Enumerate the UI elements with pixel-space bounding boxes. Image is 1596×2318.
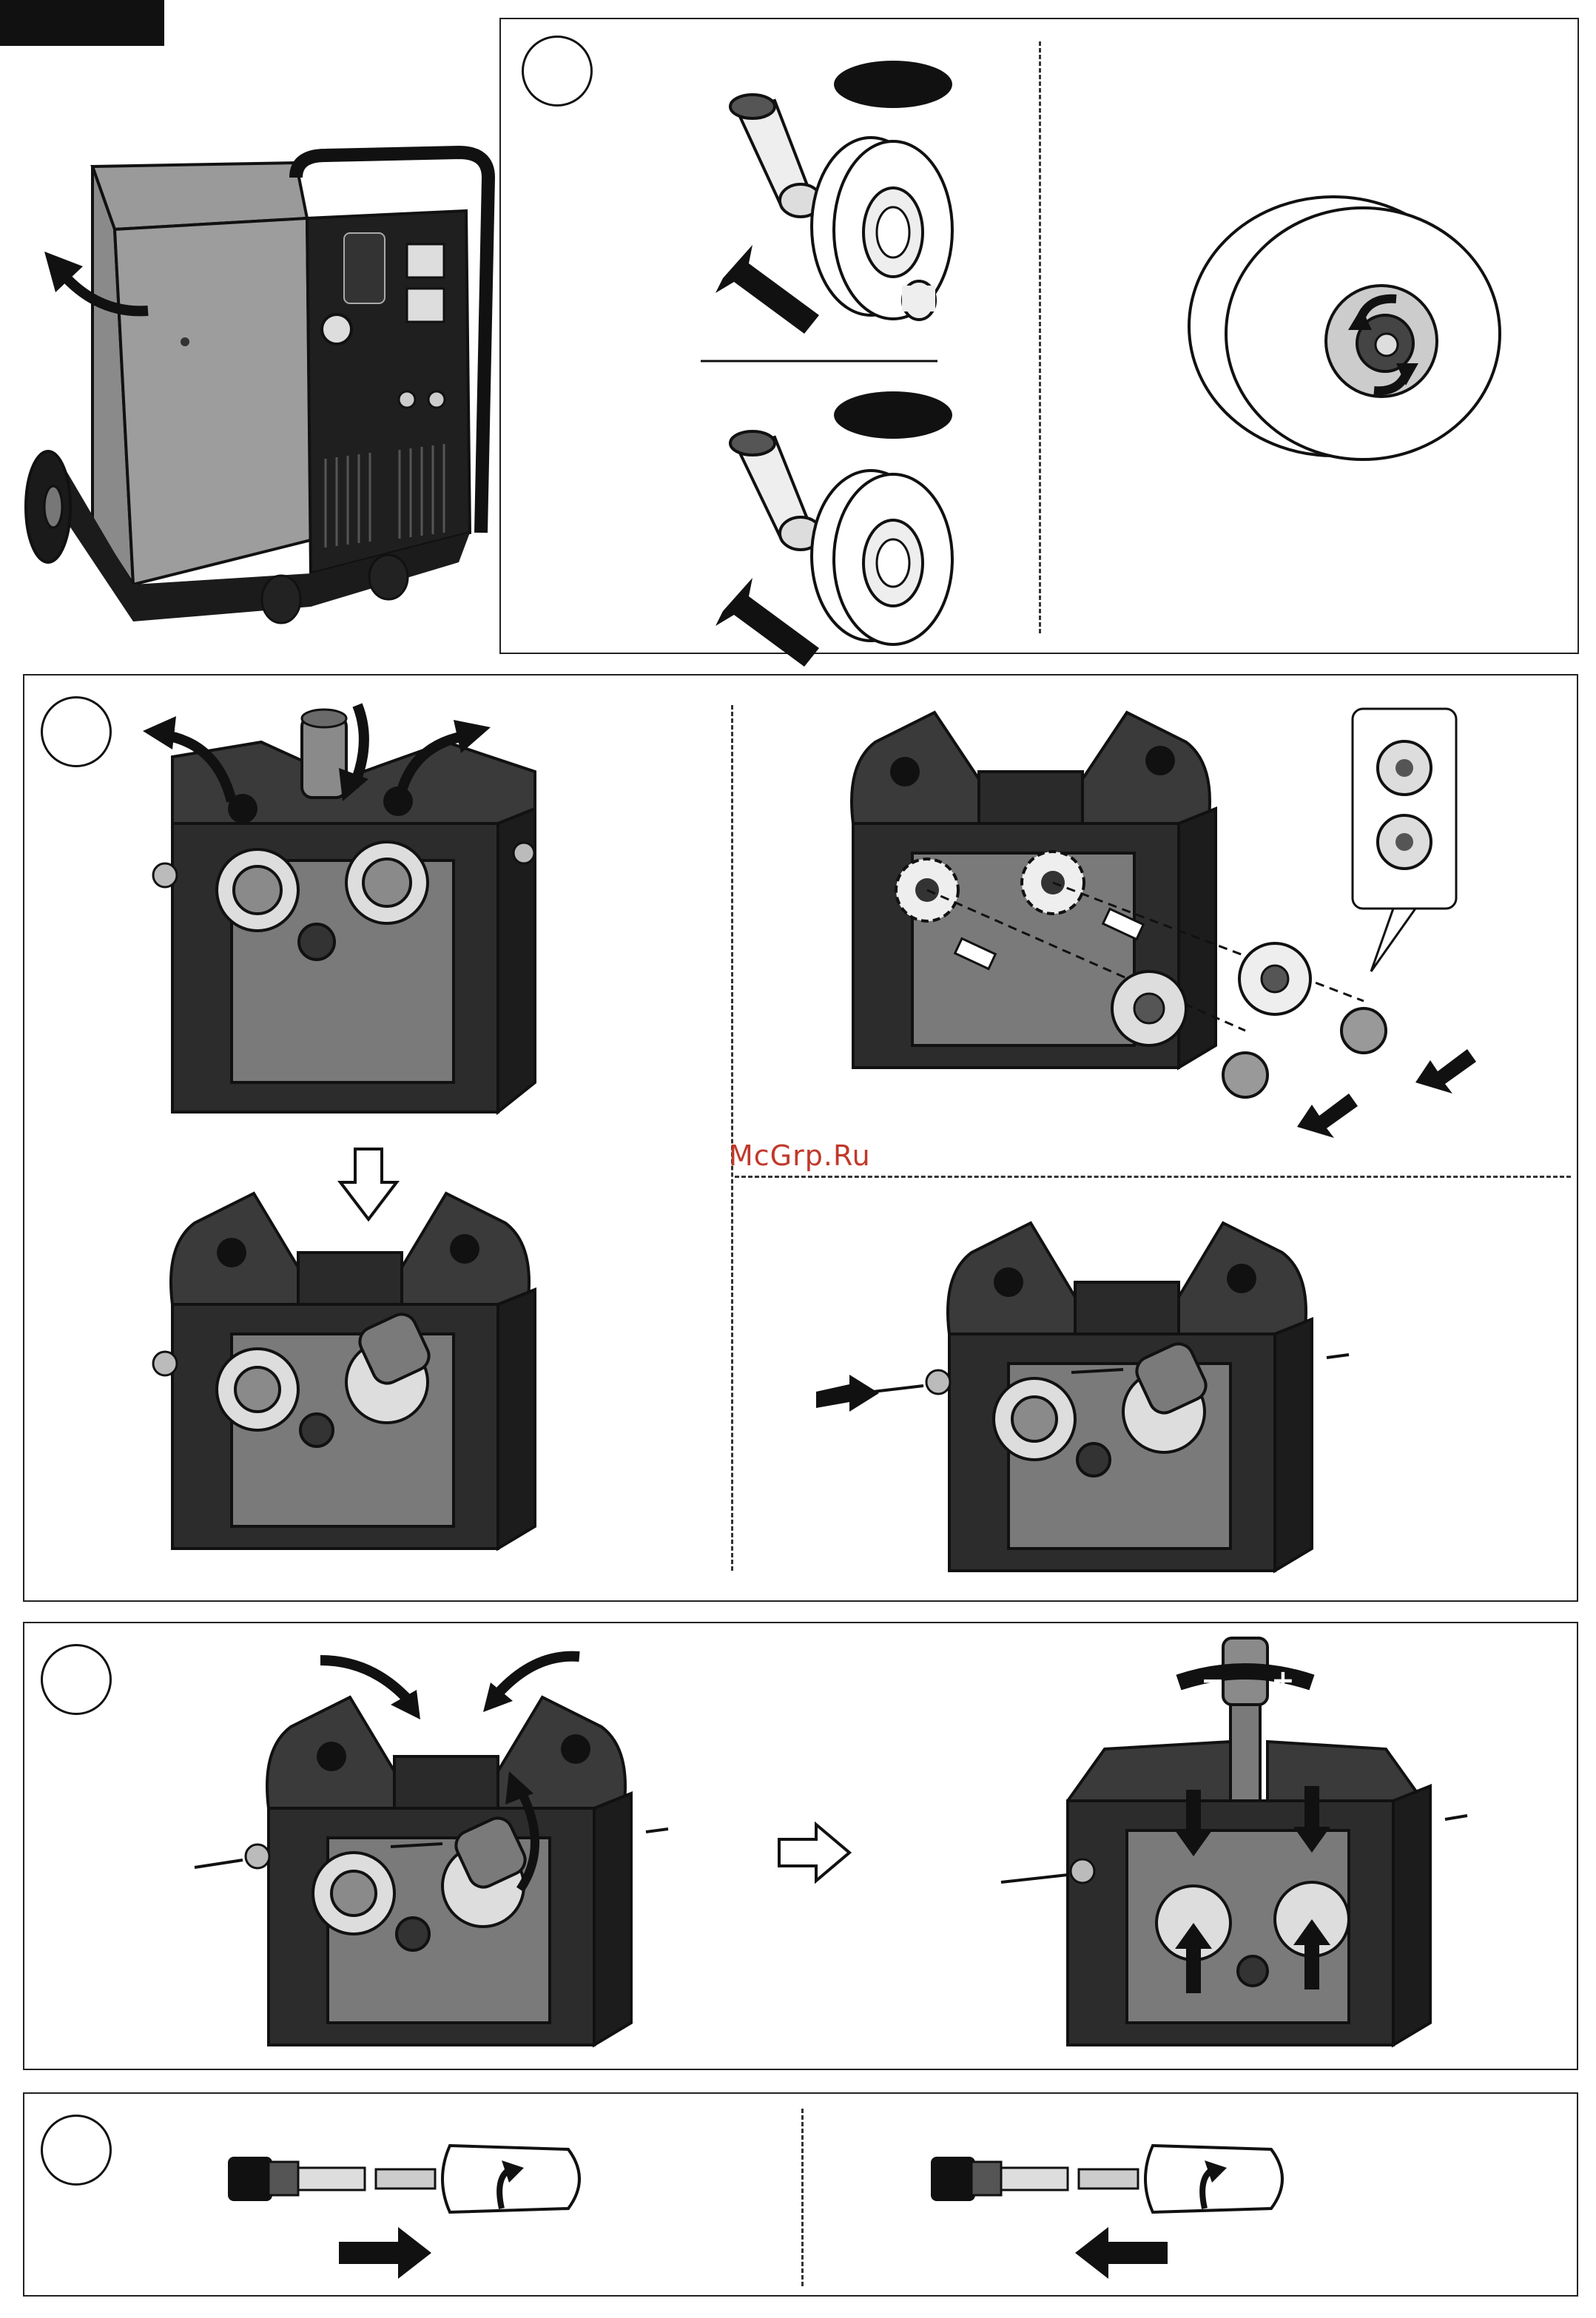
torch-assemble-right-icon [220,2116,664,2286]
step-marker-tension [41,1644,112,1715]
spool-panel-divider [1039,41,1041,633]
feeder-open-icon [150,698,565,1142]
step-marker-spool [522,36,593,107]
feeder-arms-open-icon [150,1156,565,1571]
watermark: McGrp.Ru [729,1139,871,1172]
close-arms-icon [195,1631,668,2067]
tension-minus-sign: − [1201,1664,1225,1697]
adjust-tension-icon: − + [972,1631,1489,2067]
spool-hub-insert-icon [671,41,982,648]
spool-lock-ring-icon [1185,175,1511,485]
tension-plus-sign: + [1271,1664,1295,1697]
rollers-panel [23,674,1578,1602]
change-roller-icon [831,690,1482,1186]
tension-panel: − + [23,1622,1578,2070]
rollers-panel-divider-v [731,705,733,1571]
welder-machine-illustration [15,148,503,651]
feeder-closed-icon [816,1186,1364,1586]
page-corner-tab [0,0,164,46]
step-marker-torch [41,2115,112,2186]
torch-assemble-left-icon [923,2116,1367,2286]
next-step-arrow-right-icon [779,1823,853,1882]
torch-panel [23,2092,1578,2297]
spool-panel [499,18,1579,654]
torch-panel-divider [801,2109,804,2286]
step-marker-rollers [41,696,112,767]
